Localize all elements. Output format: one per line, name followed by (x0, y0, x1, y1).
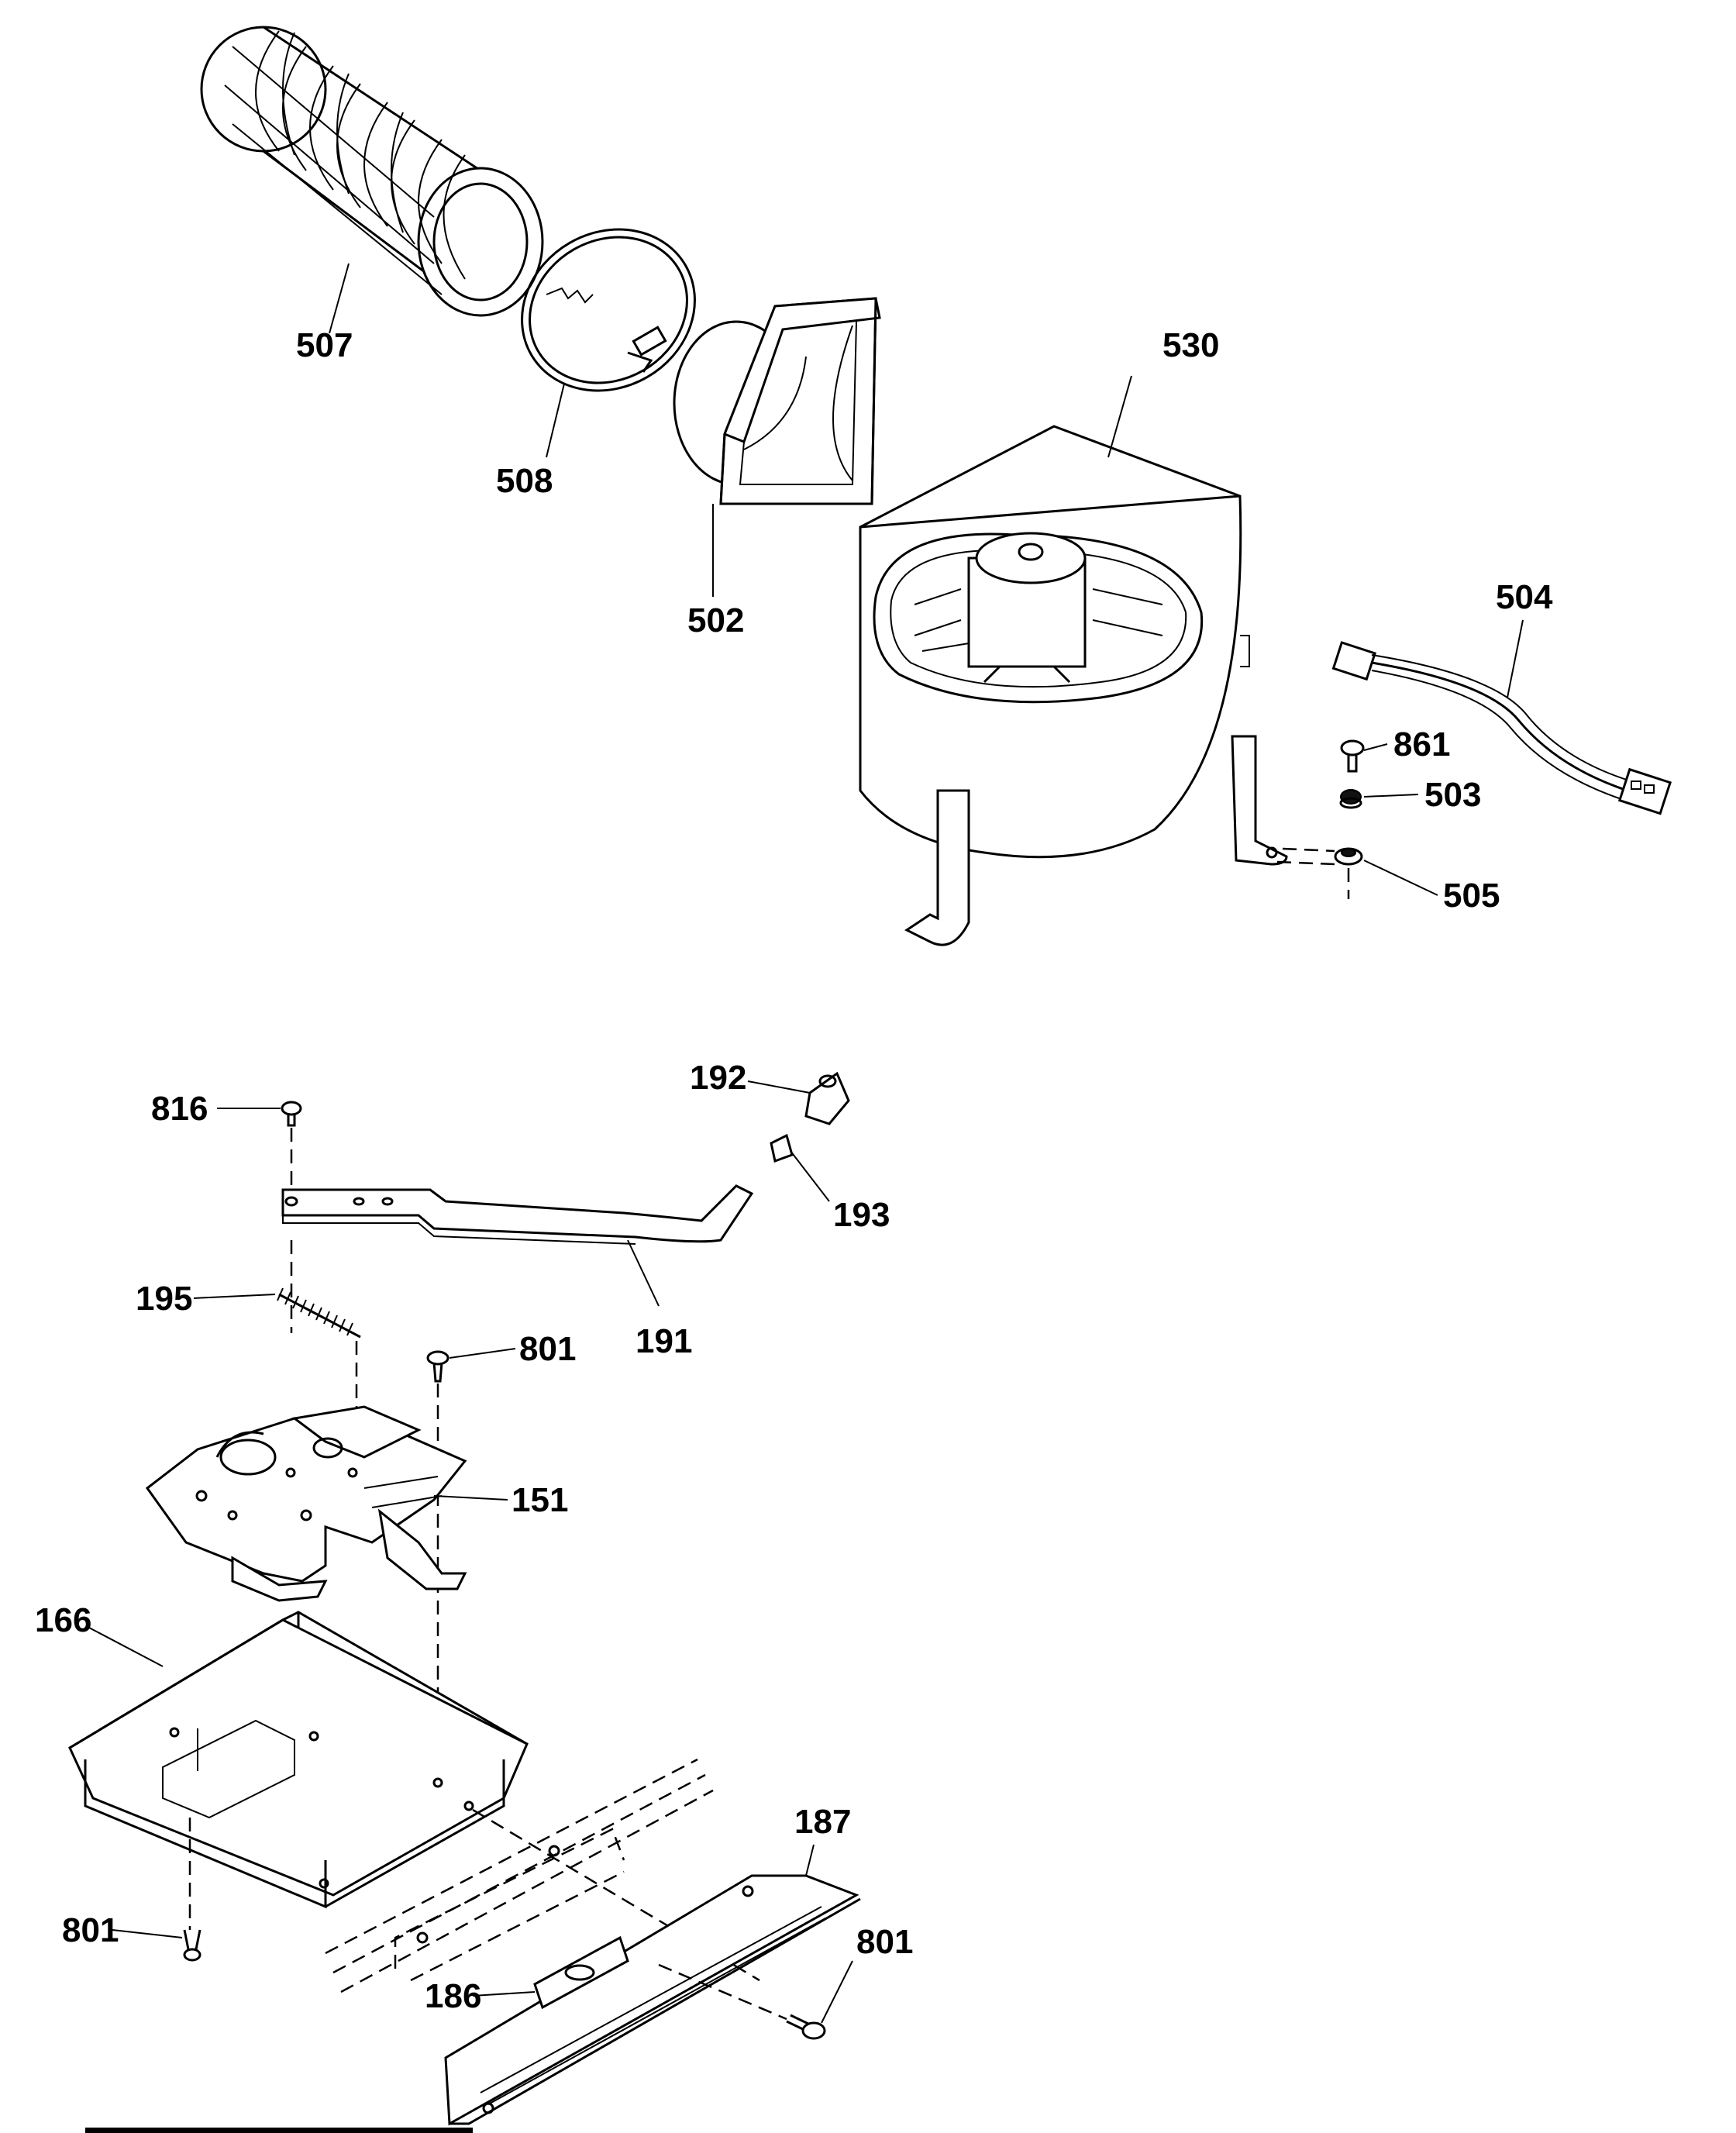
spring-drawing (277, 1287, 361, 1449)
duct-clamp-drawing (521, 228, 696, 392)
part-label-195: 195 (136, 1280, 192, 1318)
part-label-151: 151 (512, 1481, 568, 1519)
part-label-166: 166 (35, 1601, 91, 1639)
part-label-861: 861 (1393, 725, 1450, 763)
door-outline-phantom (325, 1758, 760, 1993)
bracket-drawing (444, 1874, 861, 2126)
bottom-rule (85, 2128, 473, 2133)
part-label-530: 530 (1162, 326, 1219, 364)
part-label-503: 503 (1424, 776, 1481, 814)
part-label-193: 193 (833, 1196, 890, 1234)
duct-adapter-drawing (673, 297, 881, 505)
screw-801-left-drawing (183, 1929, 202, 1962)
latch-handle-drawing (281, 1184, 754, 1245)
flex-duct-drawing (200, 26, 544, 317)
screw-816-drawing (281, 1101, 302, 1333)
screw-801-upper-drawing (426, 1350, 450, 1767)
part-label-502: 502 (687, 601, 744, 639)
part-label-507: 507 (296, 326, 353, 364)
blower-assembly-drawing (859, 425, 1288, 946)
knob-clip-drawing (770, 1071, 850, 1163)
latch-assembly-drawing (145, 1405, 467, 1602)
part-label-801-right: 801 (856, 1923, 913, 1961)
wire-harness-drawing (1331, 641, 1672, 815)
part-label-816: 816 (151, 1090, 208, 1128)
part-label-186: 186 (425, 1977, 481, 2015)
pad-drawing (533, 1935, 629, 2010)
leader-lines (88, 263, 1524, 2024)
part-label-801-left: 801 (62, 1911, 119, 1949)
part-label-505: 505 (1443, 877, 1500, 915)
part-label-187: 187 (794, 1803, 851, 1841)
part-label-191: 191 (636, 1322, 692, 1360)
mount-hardware-drawing (1276, 739, 1365, 899)
screw-801-right-drawing (658, 1963, 826, 2040)
part-label-504: 504 (1496, 578, 1553, 616)
latch-cover-drawing (68, 1611, 529, 1930)
part-label-508: 508 (496, 462, 553, 500)
part-label-801-upper: 801 (519, 1330, 576, 1368)
part-label-192: 192 (690, 1059, 746, 1097)
